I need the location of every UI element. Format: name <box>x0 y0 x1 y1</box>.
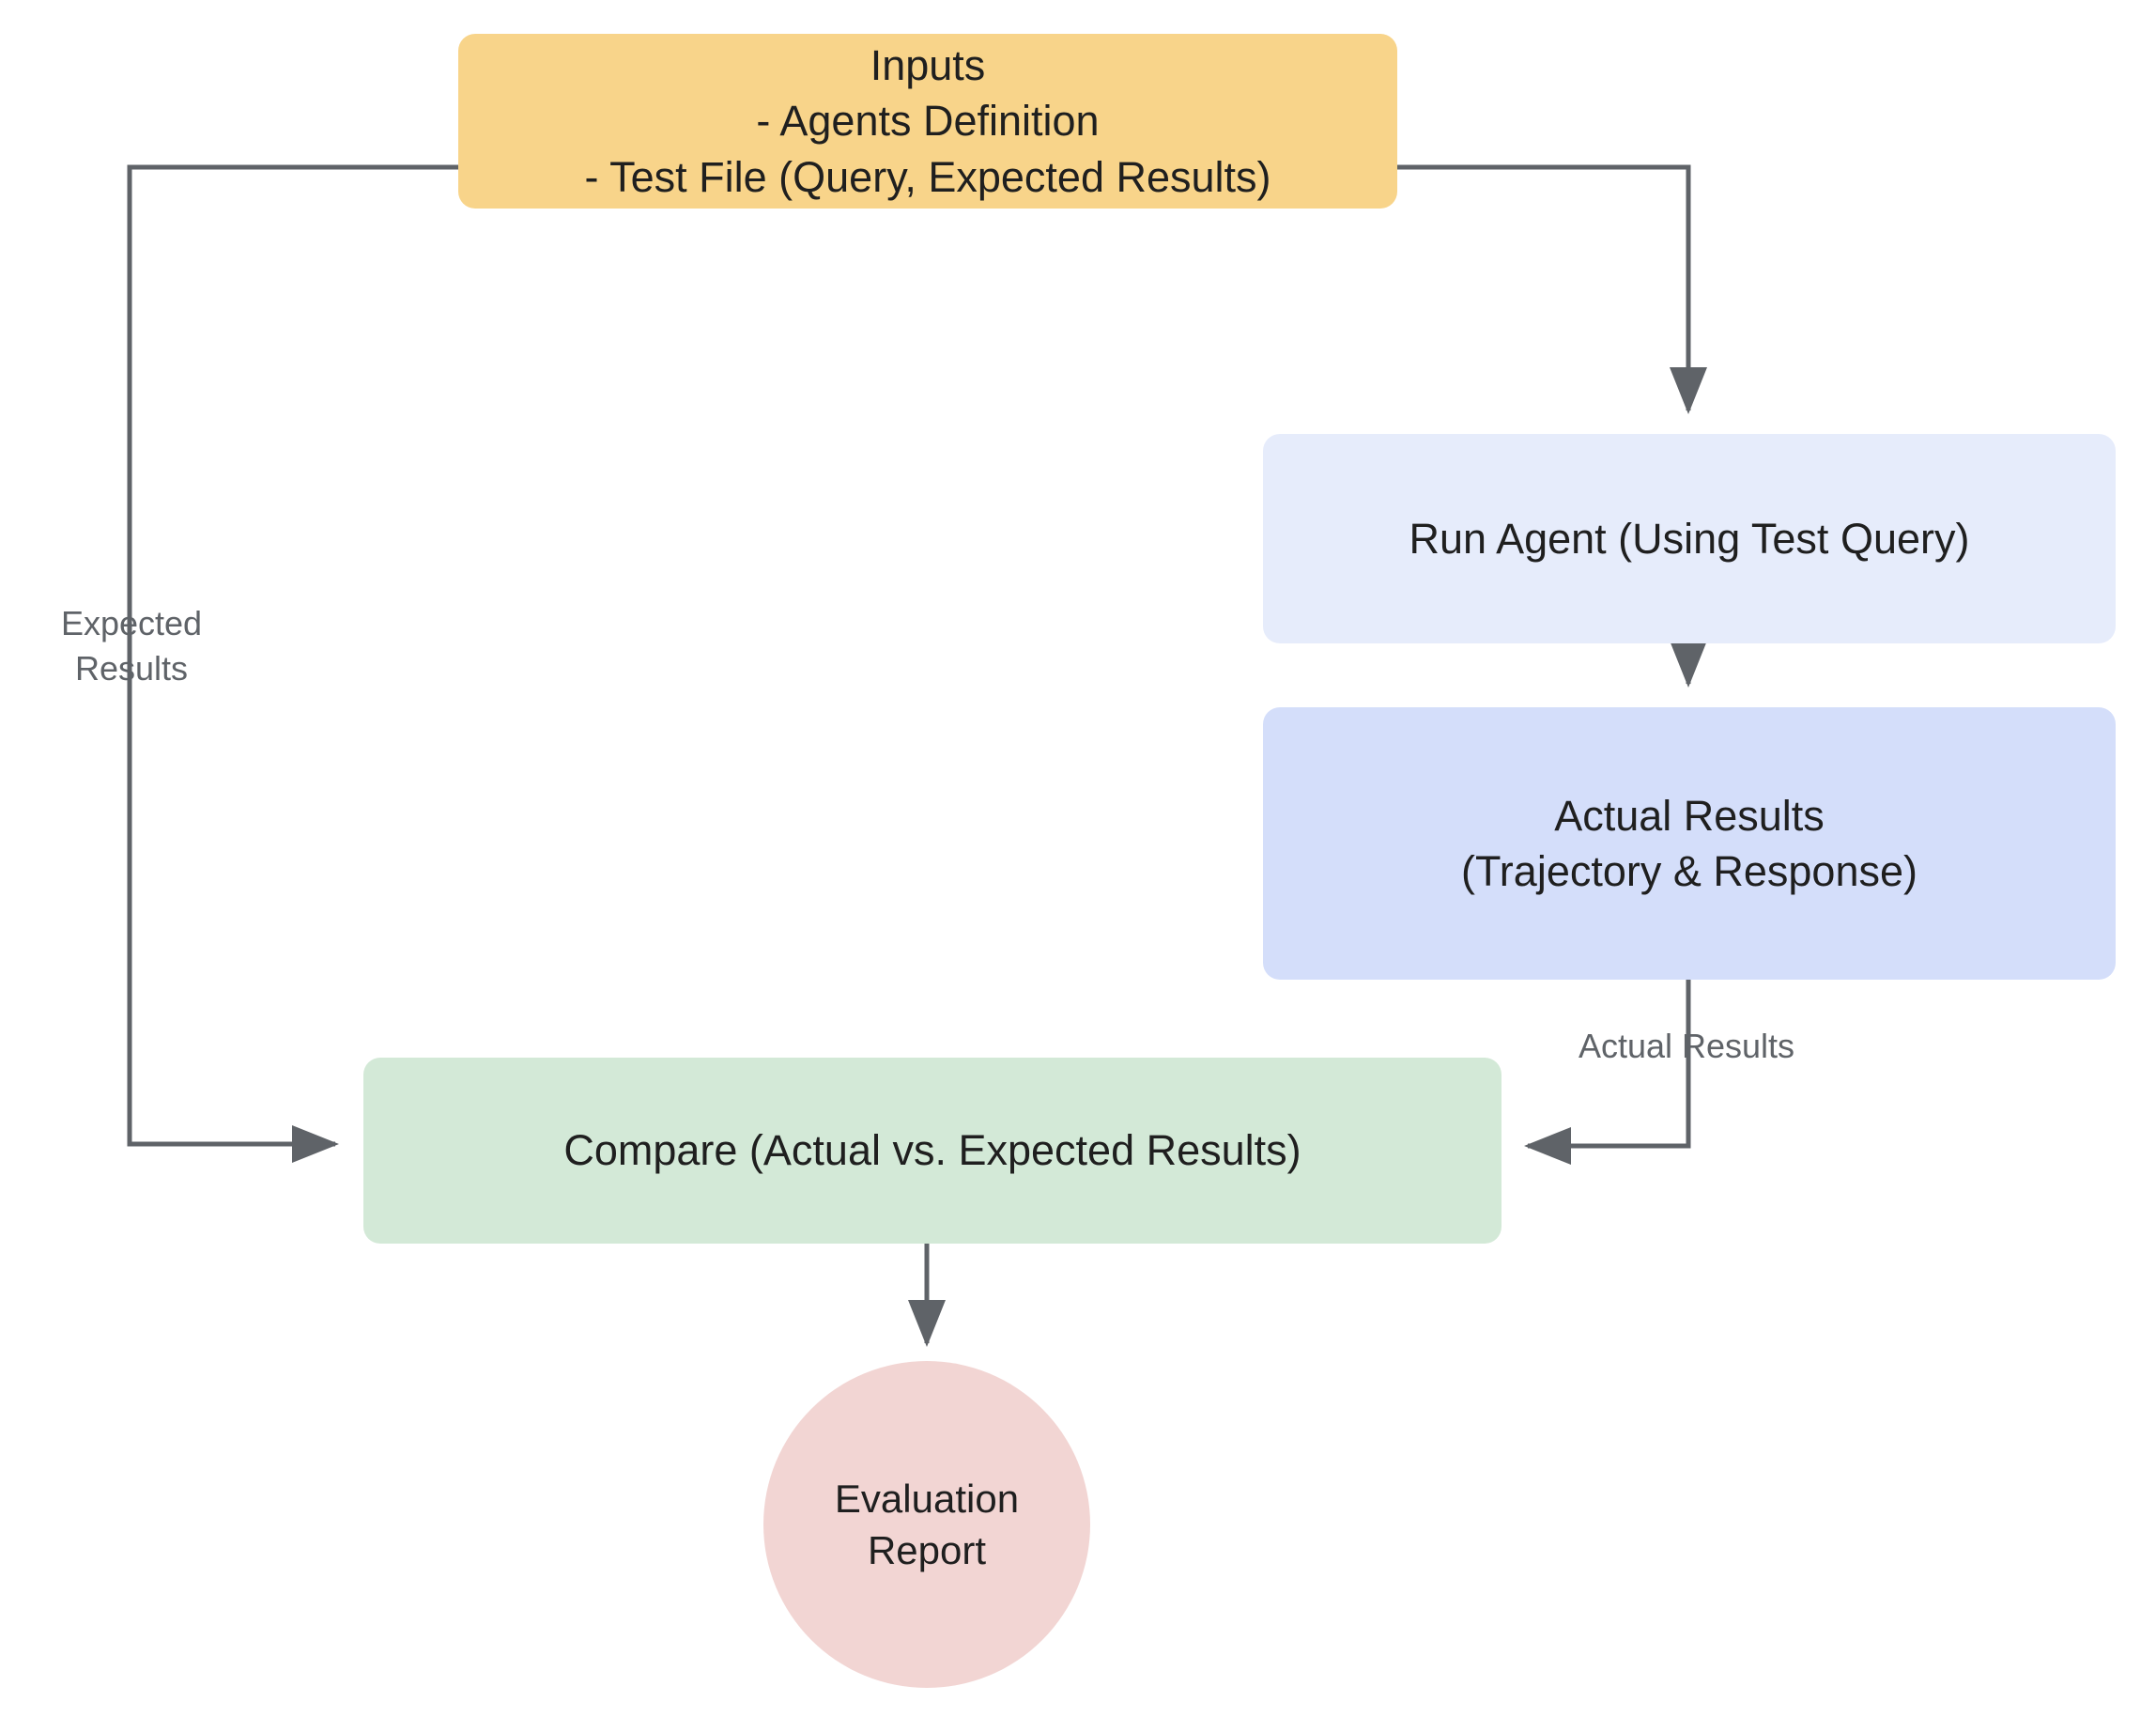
node-inputs[interactable]: Inputs - Agents Definition - Test File (… <box>458 34 1397 209</box>
node-run-agent[interactable]: Run Agent (Using Test Query) <box>1263 434 2116 643</box>
node-run-agent-label: Run Agent (Using Test Query) <box>1409 514 1970 563</box>
node-compare[interactable]: Compare (Actual vs. Expected Results) <box>363 1058 1502 1244</box>
node-actual-results[interactable]: Actual Results (Trajectory & Response) <box>1263 707 2116 980</box>
node-compare-label: Compare (Actual vs. Expected Results) <box>563 1126 1301 1175</box>
edge-label-expected-results: Expected Results <box>60 604 203 688</box>
edge-inputs-to-run-agent <box>1397 164 1707 415</box>
node-actual-results-label: Actual Results (Trajectory & Response) <box>1461 791 1917 895</box>
node-inputs-label: Inputs - Agents Definition - Test File (… <box>584 40 1271 201</box>
node-evaluation-report-label: Evaluation Report <box>834 1476 1020 1572</box>
edge-actual-results-to-compare <box>1523 980 1691 1165</box>
edge-label-actual-results: Actual Results <box>1578 1027 1795 1065</box>
edge-inputs-to-compare <box>127 164 458 1163</box>
node-evaluation-report[interactable]: Evaluation Report <box>763 1361 1090 1688</box>
